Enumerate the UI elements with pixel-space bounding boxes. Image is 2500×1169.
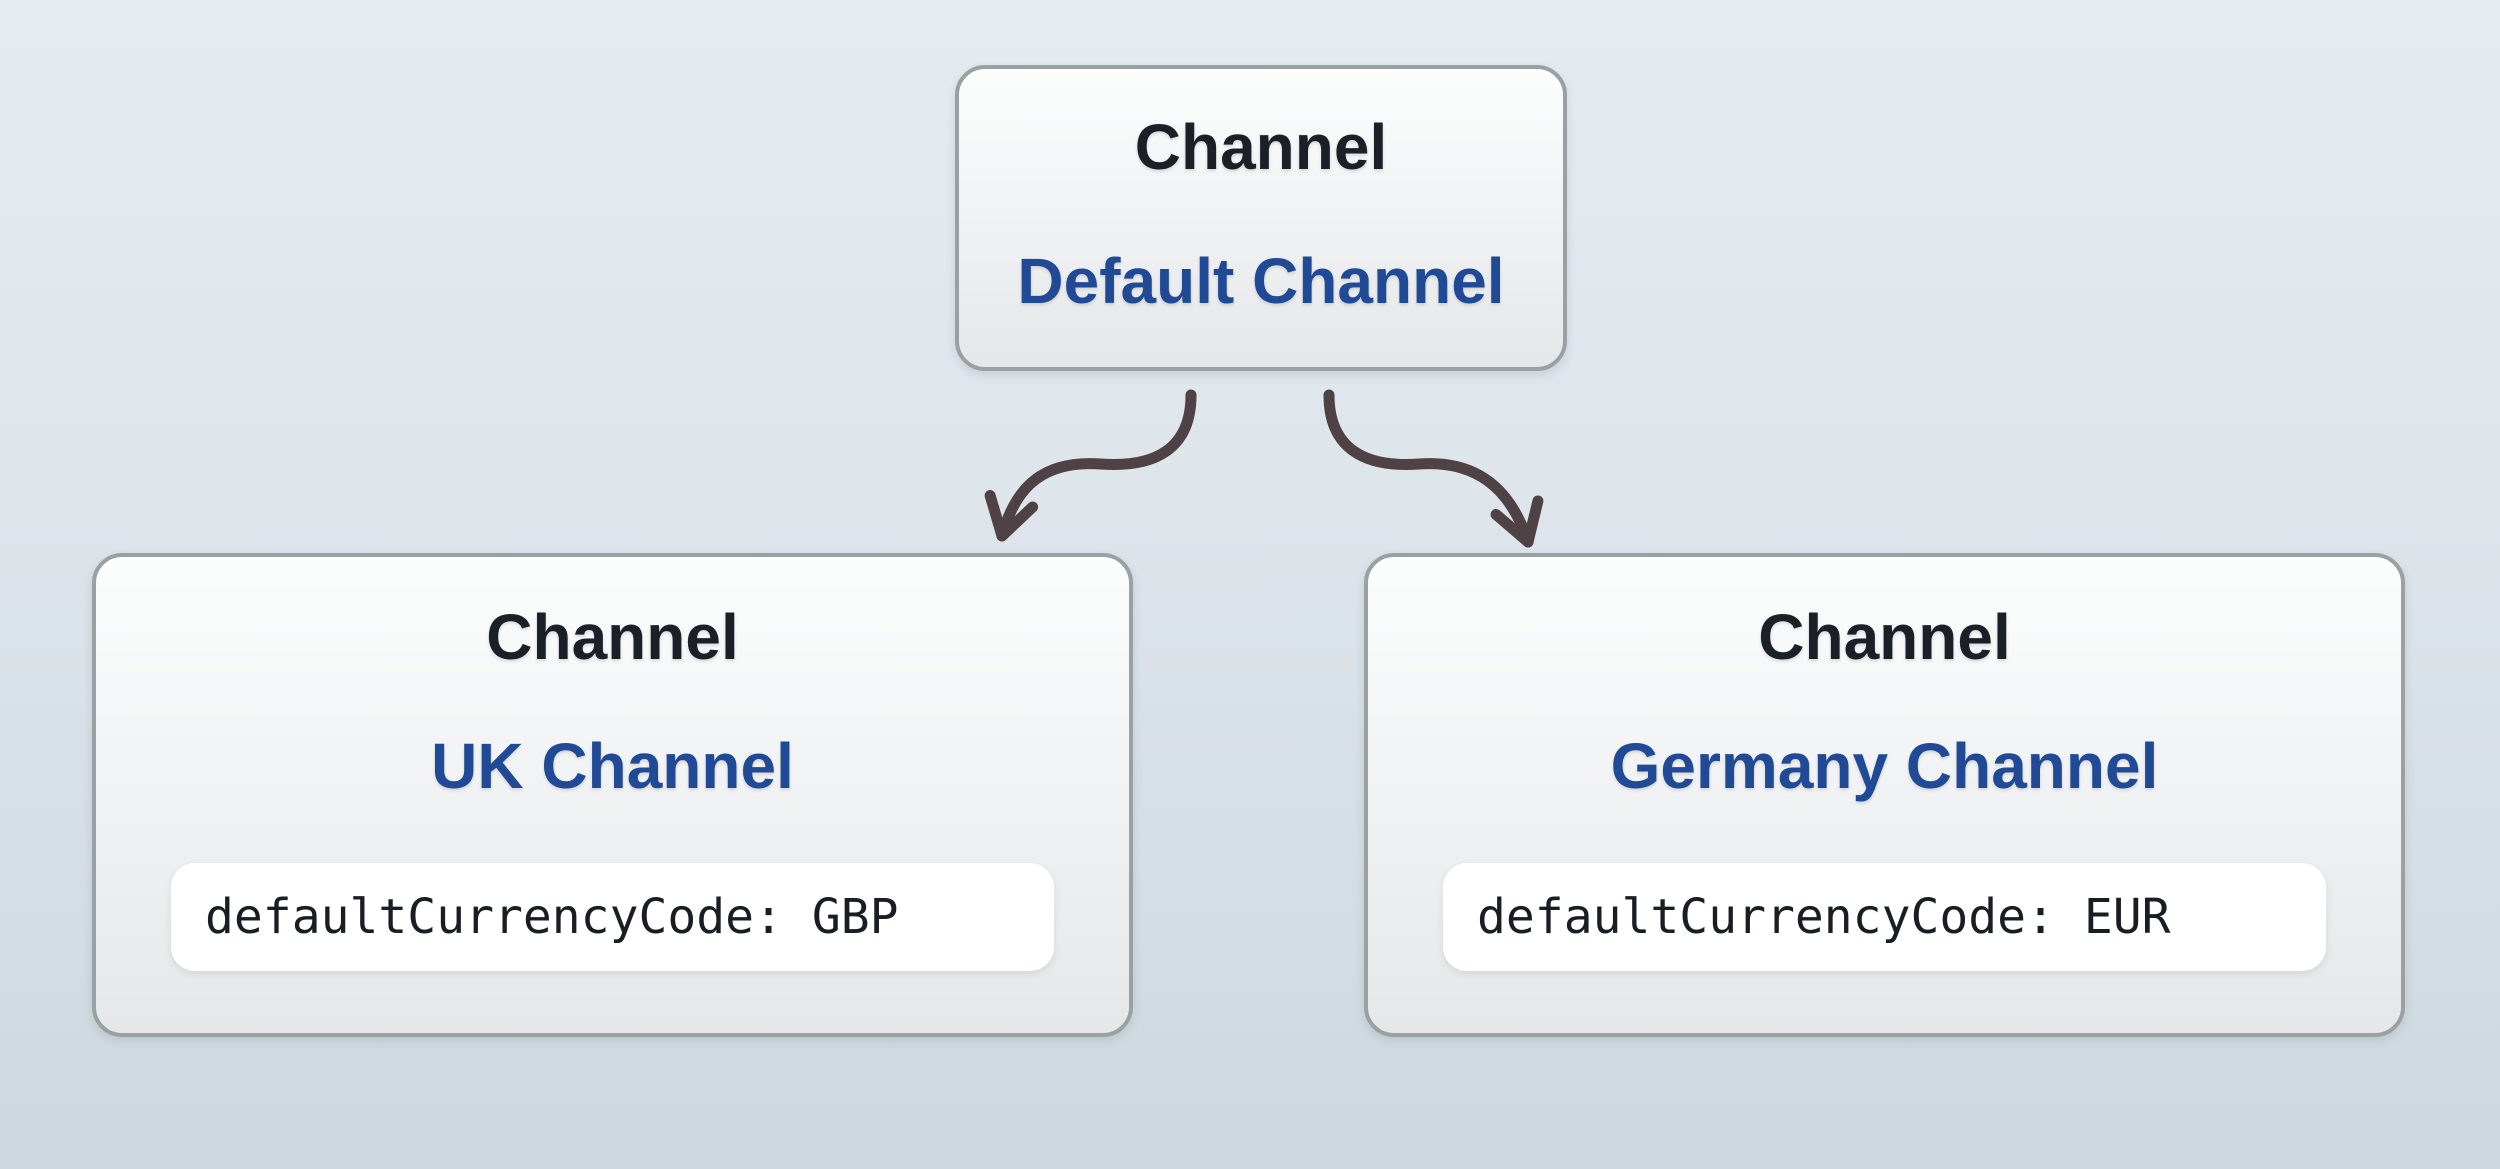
currency-code-text: defaultCurrencyCode: GBP: [205, 889, 899, 945]
node-name: Germany Channel: [1610, 730, 2159, 802]
currency-code-text: defaultCurrencyCode: EUR: [1477, 889, 2171, 945]
node-type-label: Channel: [1134, 111, 1388, 183]
node-type-label: Channel: [486, 601, 739, 673]
node-name: Default Channel: [1017, 245, 1505, 317]
node-germany-channel: Channel Germany Channel defaultCurrencyC…: [1364, 553, 2405, 1037]
node-default-channel: Channel Default Channel: [955, 65, 1567, 371]
node-type-label: Channel: [1758, 601, 2011, 673]
currency-code-pill: defaultCurrencyCode: EUR: [1443, 863, 2326, 971]
arrow-root-to-germany-channel: [1323, 389, 1544, 548]
arrow-root-to-uk-channel: [984, 389, 1197, 542]
node-uk-channel: Channel UK Channel defaultCurrencyCode: …: [92, 553, 1133, 1037]
currency-code-pill: defaultCurrencyCode: GBP: [171, 863, 1054, 971]
node-name: UK Channel: [431, 730, 794, 802]
